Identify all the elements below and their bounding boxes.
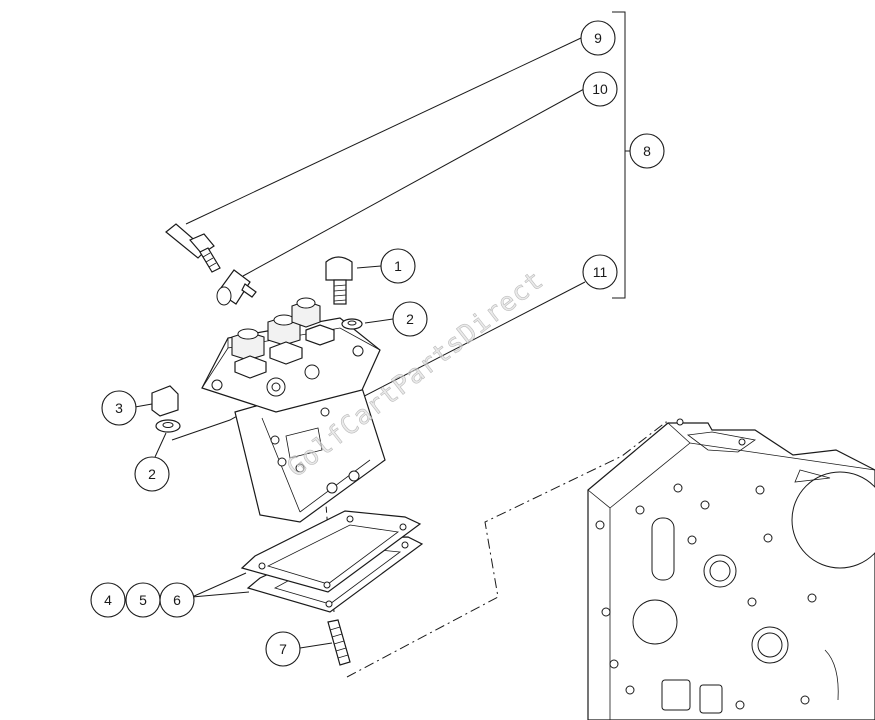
injection-pump <box>201 297 386 523</box>
callout-2-upper-label: 2 <box>406 311 414 327</box>
callout-6-label: 6 <box>173 592 181 608</box>
callout-4-label: 4 <box>104 592 112 608</box>
callout-4[interactable]: 4 <box>90 582 126 618</box>
callout-3-label: 3 <box>115 400 123 416</box>
callout-7-label: 7 <box>279 641 287 657</box>
callout-3[interactable]: 3 <box>101 390 137 426</box>
callout-9[interactable]: 9 <box>580 20 616 56</box>
callout-10-label: 10 <box>592 81 608 97</box>
callout-10[interactable]: 10 <box>582 71 618 107</box>
callout-2-lower[interactable]: 2 <box>134 456 170 492</box>
callout-11[interactable]: 11 <box>582 254 618 290</box>
callout-9-label: 9 <box>594 30 602 46</box>
callout-8-label: 8 <box>643 143 651 159</box>
callout-11-label: 11 <box>593 264 608 280</box>
callout-5[interactable]: 5 <box>125 582 161 618</box>
callout-8[interactable]: 8 <box>629 133 665 169</box>
injector-assembly <box>165 223 257 306</box>
stud <box>327 619 351 666</box>
engine-block <box>587 418 875 720</box>
callout-1[interactable]: 1 <box>380 248 416 284</box>
callout-6[interactable]: 6 <box>159 582 195 618</box>
gaskets <box>240 510 424 613</box>
callout-7[interactable]: 7 <box>265 631 301 667</box>
bolt-and-washers <box>151 256 363 433</box>
callout-1-label: 1 <box>394 258 402 274</box>
callout-2-lower-label: 2 <box>148 466 156 482</box>
callout-2-upper[interactable]: 2 <box>392 301 428 337</box>
callout-5-label: 5 <box>139 592 147 608</box>
